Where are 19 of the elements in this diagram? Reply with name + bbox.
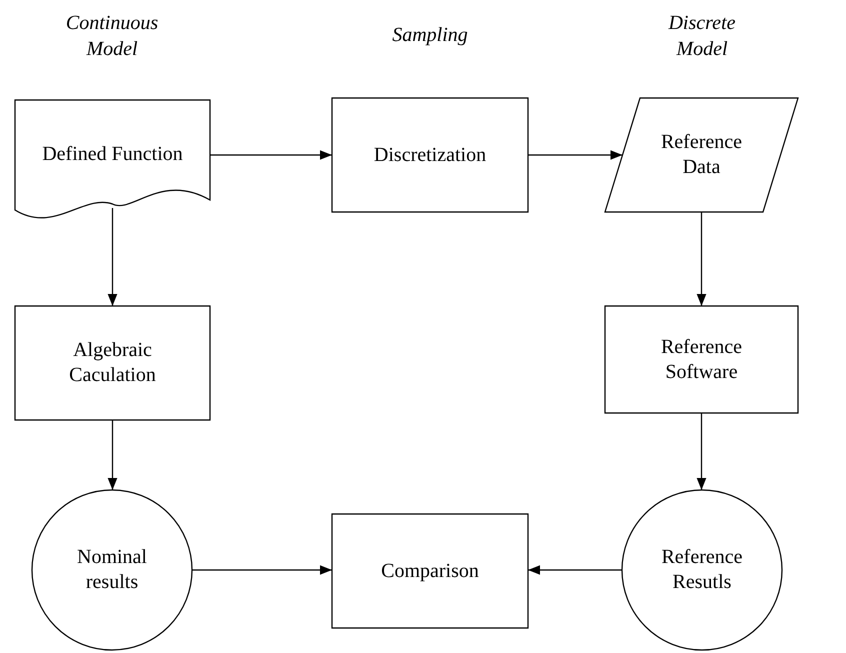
column-heading: Continuous Model	[64, 11, 160, 62]
node-text: Nominal results	[76, 545, 148, 595]
node-text: Algebraic Caculation	[68, 338, 157, 388]
node-text: Reference Resutls	[660, 545, 744, 595]
arrow	[108, 208, 118, 306]
column-heading: Sampling	[391, 23, 469, 48]
node-text: Reference Data	[660, 130, 744, 180]
node-text: Comparison	[381, 558, 479, 584]
arrow	[192, 565, 332, 575]
node-text: Defined Function	[42, 142, 183, 167]
arrow	[696, 212, 706, 306]
arrow	[528, 565, 622, 575]
arrow	[528, 150, 622, 160]
arrow	[108, 420, 118, 490]
arrow	[210, 150, 332, 160]
node-text: Reference Software	[660, 334, 744, 384]
arrow	[696, 413, 706, 490]
node-text: Discretization	[374, 142, 486, 168]
column-heading: Discrete Model	[667, 11, 736, 62]
